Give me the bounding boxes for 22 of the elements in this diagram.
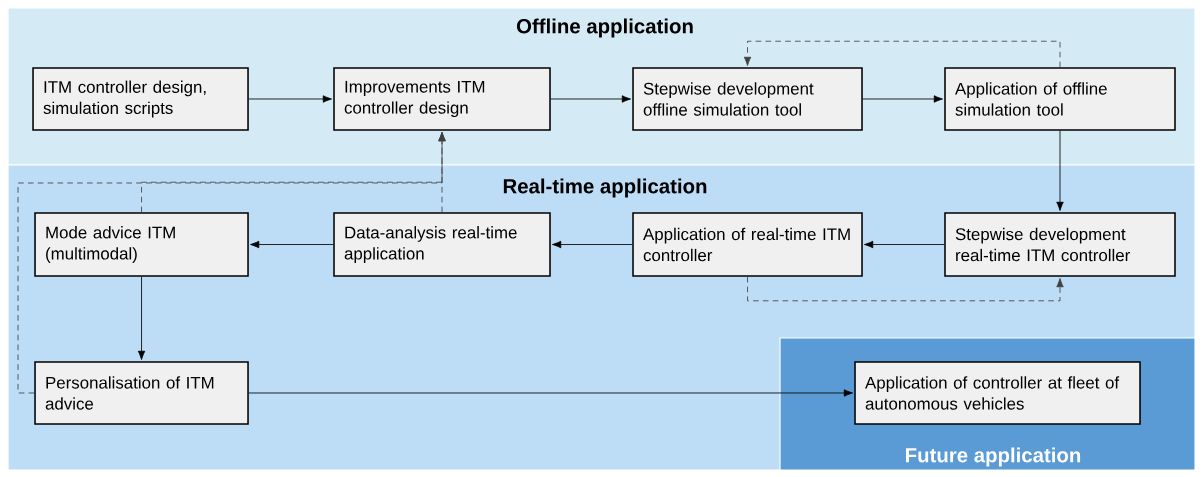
process-box: Personalisation of ITM advice — [34, 361, 249, 425]
arrow — [743, 40, 1061, 68]
process-box: Mode advice ITM (multimodal) — [34, 212, 249, 277]
arrow — [864, 240, 945, 249]
process-box: Stepwise development real-time ITM controller — [944, 212, 1176, 277]
arrow — [747, 276, 1064, 302]
arrow — [550, 95, 631, 103]
process-box: Application of offline simulation tool — [944, 67, 1176, 131]
arrow — [137, 276, 146, 360]
arrow — [250, 240, 334, 249]
process-box: Improvements ITM controller design — [333, 67, 551, 131]
arrow — [862, 95, 943, 103]
arrow — [552, 240, 633, 249]
process-box: Stepwise development offline simulation tool — [632, 67, 863, 131]
process-box: Data-analysis real-time application — [333, 212, 551, 277]
process-box: Application of controller at fleet of autonomous vehicles — [854, 361, 1141, 425]
arrow — [248, 95, 332, 103]
arrow — [248, 389, 853, 397]
process-box: Application of real-time ITM controller — [632, 212, 863, 277]
process-box: ITM controller design, simulation scripts — [32, 67, 249, 131]
arrow — [17, 132, 446, 394]
arrow — [1056, 130, 1064, 211]
